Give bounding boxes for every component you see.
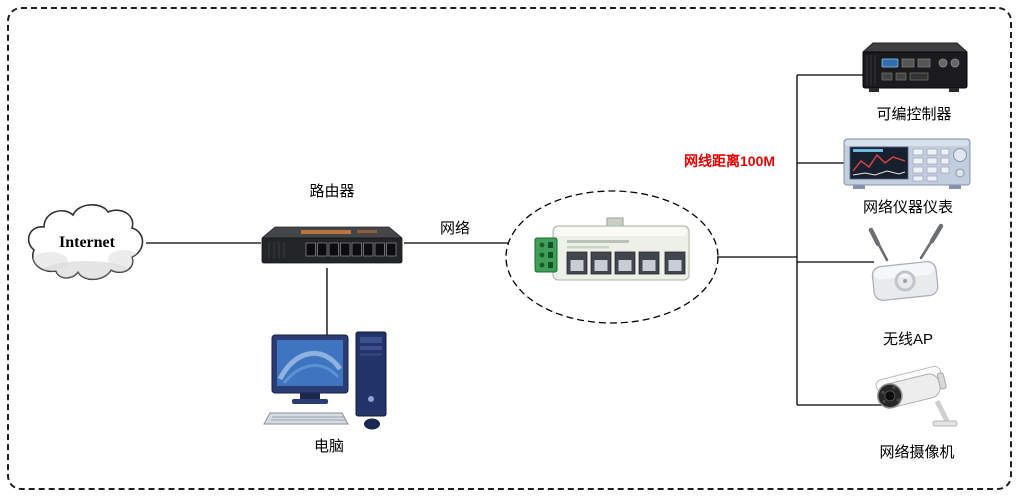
instrument-label: 网络仪器仪表 [862, 199, 953, 216]
poe-switch-icon [534, 217, 690, 281]
computer-icon [263, 331, 387, 430]
camera-icon [875, 365, 958, 427]
switch-terminal-block [534, 237, 558, 273]
router-device-icon [260, 226, 404, 264]
router-ports [305, 242, 397, 257]
wireless-ap-icon [868, 223, 944, 301]
computer-label: 电脑 [313, 438, 344, 455]
router-label: 路由器 [309, 183, 355, 200]
instrument-device-icon [843, 138, 971, 189]
controller-label: 可编控制器 [876, 106, 952, 123]
controller-device-icon [861, 42, 969, 92]
network-link-label: 网络 [439, 220, 470, 237]
internet-cloud-icon [27, 204, 144, 281]
internet-label: Internet [59, 234, 115, 251]
camera-label: 网络摄像机 [879, 444, 955, 461]
cable-distance-annotation: 网线距离100M [684, 153, 776, 169]
wireless-ap-label: 无线AP [882, 331, 933, 348]
